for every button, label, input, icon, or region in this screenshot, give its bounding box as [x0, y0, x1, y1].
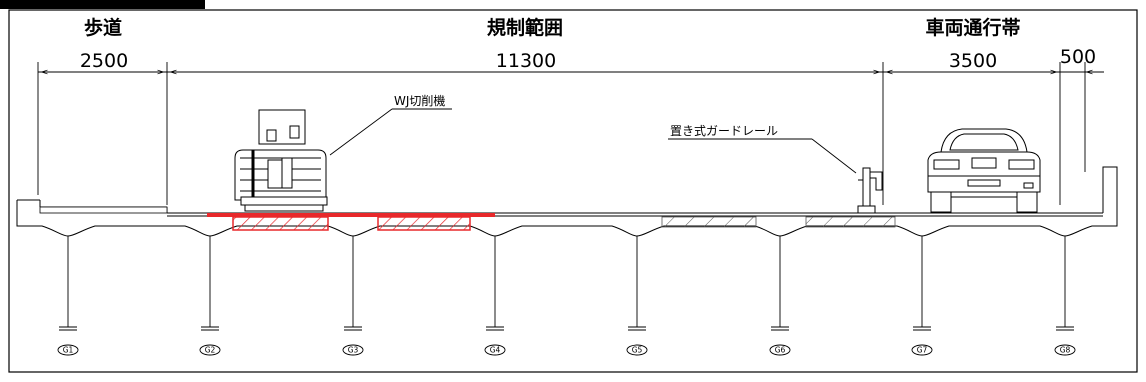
dimension-lines: [37, 62, 1104, 205]
svg-text:G4: G4: [490, 346, 501, 355]
title-tab: [0, 0, 205, 9]
zone-label-sidewalk: 歩道: [84, 16, 122, 39]
girder-label-g7: G7: [911, 344, 933, 356]
zone-label-traffic-lane: 車両通行帯: [925, 16, 1020, 39]
drawing-frame: [8, 9, 1138, 373]
callout-leader-machine: [329, 108, 393, 156]
svg-text:G3: G3: [348, 346, 359, 355]
guardrail: [857, 167, 883, 214]
cutting-area: [207, 213, 495, 231]
callout-wj-cutting-machine: WJ切削機: [394, 93, 445, 108]
girder-label-g4: G4: [484, 344, 506, 356]
svg-text:G5: G5: [632, 346, 643, 355]
zone-label-regulated-area: 規制範囲: [487, 16, 563, 39]
car-rear-view: [927, 128, 1041, 213]
girder-label-g3: G3: [342, 344, 364, 356]
girder-label-g1: G1: [57, 344, 79, 356]
svg-text:G8: G8: [1060, 346, 1071, 355]
girder-label-g5: G5: [626, 344, 648, 356]
svg-text:G7: G7: [917, 346, 928, 355]
wj-cutting-machine: [234, 109, 328, 212]
svg-text:G1: G1: [63, 346, 74, 355]
sidewalk-slab: [39, 206, 168, 214]
dimension-lane: 3500: [949, 50, 997, 72]
svg-text:G2: G2: [205, 346, 216, 355]
callout-leader-guardrail: [811, 138, 857, 174]
girders: [59, 236, 1074, 331]
dimension-sidewalk: 2500: [80, 50, 128, 72]
dimension-regulated: 11300: [496, 50, 556, 72]
girder-label-g2: G2: [199, 344, 221, 356]
girder-label-g6: G6: [769, 344, 791, 356]
dimension-margin: 500: [1060, 46, 1096, 68]
svg-text:G6: G6: [775, 346, 786, 355]
hatched-areas: [661, 216, 896, 228]
girder-label-g8: G8: [1054, 344, 1076, 356]
callout-guardrail: 置き式ガードレール: [670, 124, 778, 138]
